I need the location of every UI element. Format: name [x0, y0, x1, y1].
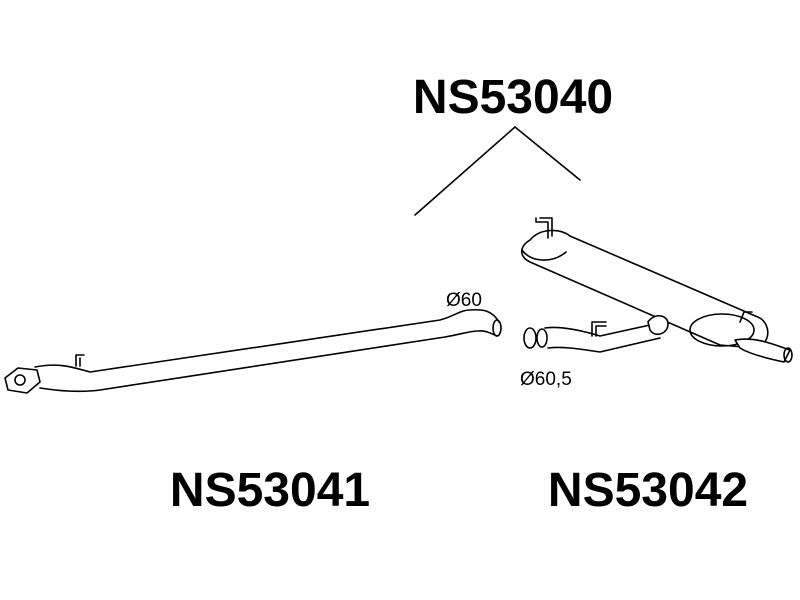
silencer-end-cap: [689, 313, 755, 347]
bracket-line-right: [514, 126, 581, 181]
front-pipe-end: [492, 319, 502, 337]
front-pipe-drawing: [4, 308, 502, 394]
inlet-collar: [647, 315, 669, 336]
assembly-part-number: NS53040: [413, 71, 613, 124]
silencer-hanger-rear: [739, 311, 753, 323]
front-pipe-flange: [4, 367, 41, 394]
silencer-hanger-top: [535, 217, 553, 239]
inlet-hanger: [591, 321, 607, 337]
front-pipe-diameter: Ø60: [446, 290, 482, 311]
flange-hole: [14, 374, 26, 386]
silencer-seam: [521, 249, 567, 261]
tail-pipe: [734, 338, 791, 363]
front-pipe-part-number: NS53041: [170, 464, 370, 517]
rear-silencer-part-number: NS53042: [548, 464, 748, 517]
inlet-end: [523, 327, 537, 349]
silencer-inlet-pipe: [544, 324, 661, 353]
tail-pipe-end: [783, 347, 793, 363]
inlet-end-inner: [536, 328, 548, 348]
front-pipe-hanger: [75, 354, 85, 367]
rear-silencer-diameter: Ø60,5: [520, 369, 572, 390]
front-pipe-tube: [34, 308, 500, 393]
bracket-line-left: [414, 126, 516, 216]
silencer-body: [520, 229, 769, 349]
rear-silencer-drawing: [520, 217, 793, 363]
